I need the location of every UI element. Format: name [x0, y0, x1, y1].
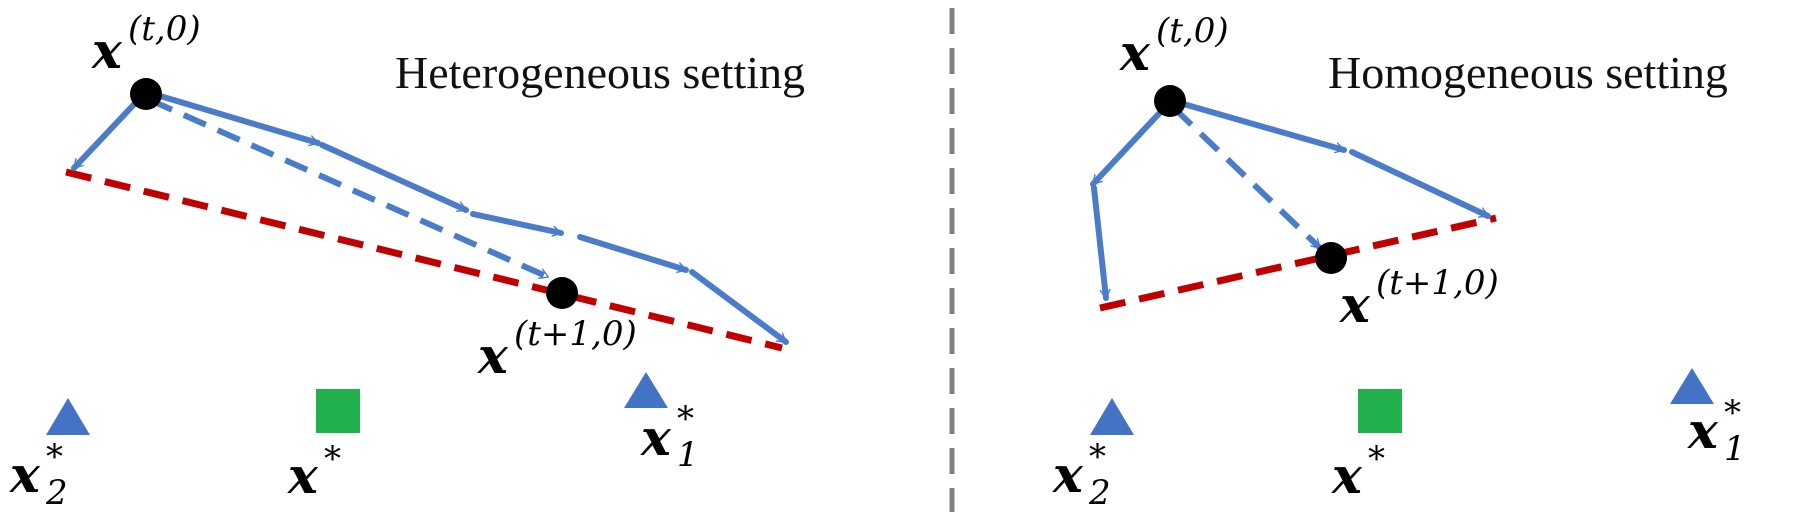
left-xstar-label-base: x: [287, 446, 319, 505]
right-start-label: x (t,0): [1119, 11, 1229, 82]
left-step-arrow-1: [147, 90, 321, 147]
left-next-point: [546, 277, 578, 309]
right-panel-title: Homogeneous setting: [1328, 47, 1728, 98]
right-next-point: [1315, 242, 1347, 274]
left-start-point: [130, 78, 162, 110]
left-x1-star-marker: [624, 372, 668, 408]
right-x1-label-base: x: [1687, 401, 1719, 460]
left-step-arrow-5: [689, 269, 789, 345]
left-panel: Heterogeneous setting x (t,0) x (t+1,0): [9, 9, 805, 513]
left-x-star-marker: [316, 389, 360, 433]
right-start-label-base: x: [1119, 23, 1151, 82]
left-x2-star-label: x 2 *: [9, 437, 68, 513]
left-xstar-label-sup: *: [324, 439, 341, 479]
right-x1-star-marker: [1670, 368, 1714, 404]
left-local-steps: [147, 90, 789, 345]
right-next-label-base: x: [1339, 275, 1371, 334]
left-next-label: x (t+1,0): [477, 314, 637, 385]
right-x1-label-sup: *: [1724, 393, 1741, 433]
left-x2-star-marker: [46, 398, 90, 435]
right-arrow-bend-2: [1091, 185, 1111, 301]
left-hull-line: [65, 168, 783, 352]
right-xstar-label-base: x: [1331, 446, 1363, 505]
left-step-arrow-3: [470, 211, 564, 237]
right-x-star-label: x *: [1331, 439, 1385, 505]
right-next-label-sup: (t+1,0): [1376, 263, 1499, 303]
left-panel-title: Heterogeneous setting: [395, 47, 805, 98]
left-x-star-label: x *: [287, 439, 341, 505]
left-x2-label-base: x: [9, 445, 41, 504]
right-hull-line: [1099, 214, 1497, 312]
left-x1-label-base: x: [640, 408, 672, 467]
left-x2-label-sup: *: [46, 437, 63, 477]
right-x1-label-sub: 1: [1724, 429, 1746, 469]
left-x1-label-sup: *: [677, 399, 694, 439]
right-dashed-arrow: [1171, 105, 1323, 251]
left-start-label: x (t,0): [91, 9, 201, 80]
right-xstar-label-sup: *: [1368, 439, 1385, 479]
left-start-label-sup: (t,0): [128, 9, 201, 49]
right-start-label-sup: (t,0): [1156, 11, 1229, 51]
left-x1-label-sub: 1: [677, 435, 699, 475]
right-x1-star-label: x 1 *: [1687, 393, 1746, 469]
right-x2-star-label: x 2 *: [1052, 437, 1111, 513]
right-x-star-marker: [1358, 389, 1402, 433]
left-next-label-base: x: [477, 326, 509, 385]
right-x2-label-sup: *: [1089, 437, 1106, 477]
right-step-arrow-1: [1177, 100, 1347, 154]
right-x2-star-marker: [1090, 398, 1134, 435]
left-step-arrow-4: [577, 234, 689, 273]
left-x1-star-label: x 1 *: [640, 399, 699, 475]
right-start-point: [1154, 85, 1186, 117]
left-dashed-arrow: [148, 97, 550, 280]
right-panel: Homogeneous setting x (t,0) x (t+1,0) x …: [1052, 11, 1746, 513]
left-x2-label-sub: 2: [45, 473, 68, 513]
right-x2-label-sub: 2: [1088, 473, 1111, 513]
right-step-arrow-2: [1349, 149, 1491, 219]
right-arrow-bend-1: [1090, 101, 1171, 187]
left-step-arrow-2: [319, 142, 469, 213]
right-next-label: x (t+1,0): [1339, 263, 1499, 334]
left-arrow-to-x2: [71, 95, 143, 171]
left-start-label-base: x: [91, 21, 123, 80]
left-next-label-sup: (t+1,0): [514, 314, 637, 354]
right-x2-label-base: x: [1052, 445, 1084, 504]
